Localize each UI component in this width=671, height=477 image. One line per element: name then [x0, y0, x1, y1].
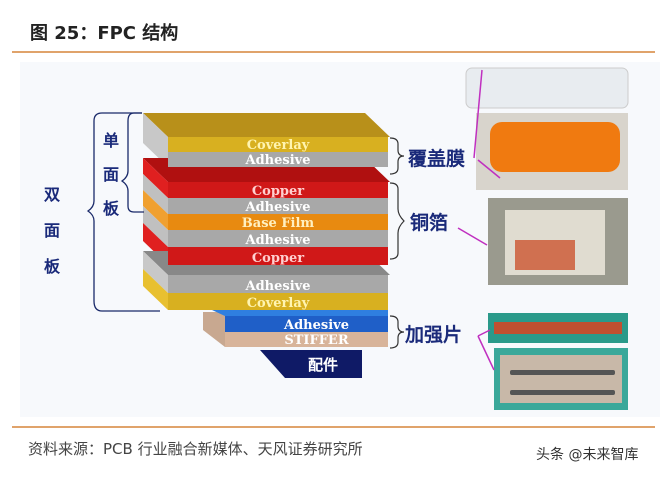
layer-label: Coverlay: [247, 138, 310, 153]
single-label-3: 板: [103, 199, 120, 218]
layer-1: [168, 152, 388, 167]
double-label-2: 面: [44, 221, 60, 240]
copper-cn-label: 铜箔: [410, 211, 448, 234]
top-divider: [12, 51, 655, 53]
double-label-3: 板: [44, 257, 61, 276]
layer-label: Adhesive: [283, 318, 349, 333]
layer-label: Copper: [252, 184, 304, 199]
coverlay-cn-label: 覆盖膜: [407, 147, 465, 170]
layer-label: Adhesive: [245, 200, 311, 215]
watermark: 头条 @未来智库: [536, 447, 639, 463]
accessory-label: 配件: [308, 356, 338, 374]
layer-label: STIFFER: [284, 333, 349, 348]
layer-6: [168, 247, 388, 265]
layer-8: [168, 293, 388, 310]
layer-9: [225, 316, 388, 332]
stiffener-cn-label: 加强片: [404, 323, 462, 346]
layer-label: Coverlay: [247, 296, 310, 311]
layer-label: Adhesive: [245, 279, 311, 294]
source-note: 资料来源：PCB 行业融合新媒体、天风证券研究所: [28, 440, 363, 458]
layer-label: Copper: [252, 251, 304, 266]
accessory-block: [260, 350, 362, 378]
layer-label: Adhesive: [245, 153, 311, 168]
double-sided-bracket: [86, 112, 160, 312]
layer-7: [168, 275, 388, 293]
layer-3: [168, 198, 388, 214]
coverlay-bracket: [389, 137, 405, 175]
bottom-divider: [12, 426, 655, 428]
layer-0: [168, 137, 388, 152]
layer-label: Base Film: [242, 216, 315, 231]
single-label-2: 面: [103, 165, 119, 184]
coverlay-roll-photo: [465, 67, 629, 109]
figure-title: 图 25：FPC 结构: [30, 23, 179, 44]
single-sided-bracket: [120, 112, 144, 213]
coverlay-top-face: [143, 113, 390, 137]
layer-4: [168, 214, 388, 230]
copper-bracket: [389, 182, 405, 260]
layer-2: [168, 182, 388, 198]
layer-10: [225, 332, 388, 347]
layer-label: Adhesive: [245, 233, 311, 248]
single-label-1: 单: [103, 131, 119, 150]
stiffener-bracket: [389, 315, 405, 349]
layer-5: [168, 230, 388, 247]
double-label-1: 双: [44, 185, 60, 204]
